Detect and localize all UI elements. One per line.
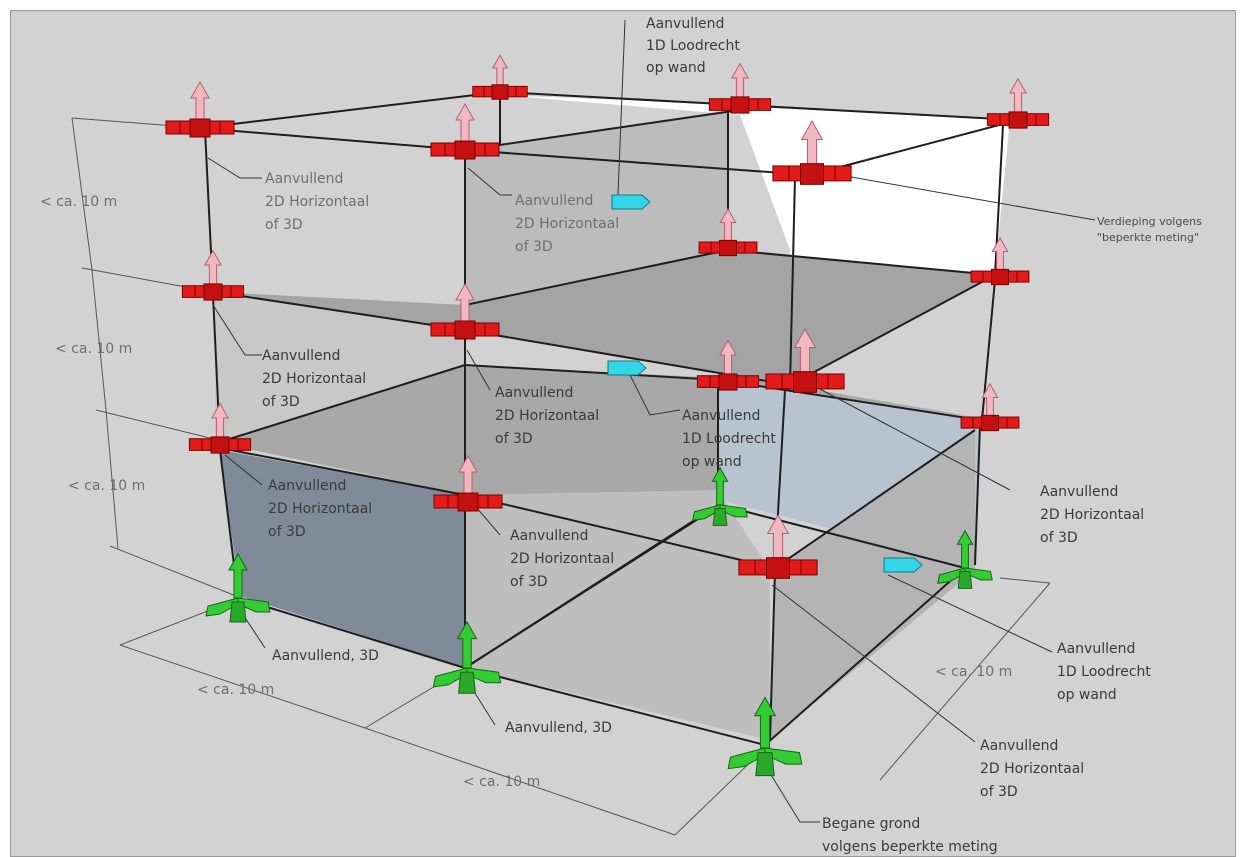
label-g1: Aanvullend, 3D	[272, 648, 379, 664]
red-marker-icon	[772, 120, 852, 185]
red-marker-icon	[181, 249, 245, 301]
red-marker-icon	[765, 328, 845, 393]
red-marker-icon	[960, 382, 1020, 432]
cyan-markers	[607, 194, 923, 573]
leader-lines	[207, 19, 1096, 823]
label-b1: Aanvullend 2D Horizontaal of 3D	[265, 171, 374, 233]
red-marker-icon	[472, 54, 528, 100]
label-floor-note: Verdieping volgens "beperkte meting"	[1097, 215, 1205, 244]
cyan-arrow-icon	[883, 557, 923, 573]
green-tripod-icon	[727, 696, 803, 777]
ground-wall-dark	[220, 450, 465, 668]
label-b6: Aanvullend 2D Horizontaal of 3D	[1040, 484, 1149, 546]
red-marker-icon	[430, 102, 500, 160]
label-b7: Aanvullend 2D Horizontaal of 3D	[510, 528, 619, 590]
red-marker-icon	[165, 80, 235, 138]
label-b3: Aanvullend 2D Horizontaal of 3D	[262, 348, 371, 410]
label-b8: Aanvullend 2D Horizontaal of 3D	[980, 738, 1089, 800]
label-b5: Aanvullend 2D Horizontaal of 3D	[268, 478, 377, 540]
red-marker-icon	[970, 236, 1030, 286]
green-markers	[205, 466, 993, 777]
label-c2: Aanvullend 1D Loodrecht op wand	[1057, 641, 1155, 703]
dimension-d3: < ca. 10 m	[68, 478, 145, 494]
green-tripod-icon	[937, 529, 993, 589]
dimension-d1: < ca. 10 m	[40, 194, 117, 210]
label-b4: Aanvullend 2D Horizontaal of 3D	[495, 385, 604, 447]
dimension-d5: < ca. 10 m	[463, 774, 540, 790]
dimension-d6: < ca. 10 m	[935, 664, 1012, 680]
cyan-arrow-icon	[607, 360, 647, 376]
red-marker-icon	[696, 339, 760, 391]
cyan-arrow-icon	[611, 194, 651, 210]
side-wall-upper-white	[790, 120, 995, 275]
label-c1: Aanvullend 1D Loodrecht op wand	[682, 408, 780, 470]
dimension-d4: < ca. 10 m	[197, 682, 274, 698]
red-marker-icon	[430, 282, 500, 340]
left-wall-middle	[215, 292, 465, 442]
label-ground: Begane grond volgens beperkte meting	[822, 816, 998, 855]
red-marker-icon	[433, 454, 503, 512]
planes	[215, 95, 1010, 740]
red-marker-icon	[188, 402, 252, 454]
labels: Aanvullend 1D Loodrecht op wand Aanvulle…	[40, 16, 1205, 855]
dimension-d2: < ca. 10 m	[55, 341, 132, 357]
right-wall-lower	[770, 430, 975, 740]
green-tripod-icon	[432, 620, 502, 694]
structure-lines	[199, 91, 1019, 746]
red-marker-icon	[698, 207, 758, 257]
middle-wall-lower	[465, 490, 770, 740]
red-marker-icon	[708, 62, 772, 114]
red-markers	[165, 54, 1050, 579]
back-wall-upper	[465, 110, 728, 305]
label-a1: Aanvullend 1D Loodrecht op wand	[646, 16, 744, 76]
label-g2: Aanvullend, 3D	[505, 720, 612, 736]
red-marker-icon	[986, 77, 1050, 129]
green-tripod-icon	[205, 552, 271, 623]
green-tripod-icon	[692, 466, 748, 526]
label-b2: Aanvullend 2D Horizontaal of 3D	[515, 193, 624, 255]
red-marker-icon	[738, 514, 818, 579]
